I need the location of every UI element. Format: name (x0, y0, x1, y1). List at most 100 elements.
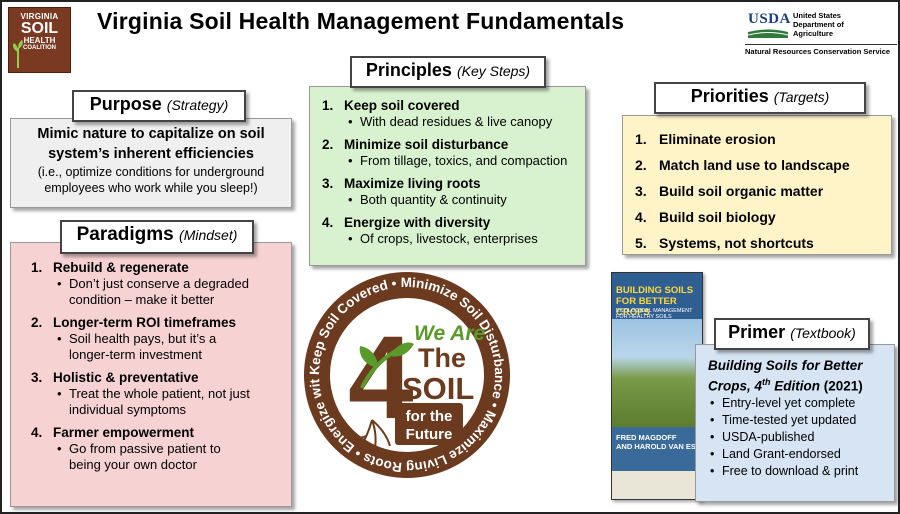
primer-subheading: (Textbook) (790, 325, 856, 341)
usda-dept-line3: Agriculture (793, 29, 834, 38)
primer-book-year: (2021) (820, 378, 863, 394)
emblem-we-are: We Are (414, 322, 486, 345)
primer-book-edition: Edition (770, 378, 821, 394)
paradigm-detail: Don’t just conserve a degradedcondition … (31, 276, 291, 308)
paradigm-detail-line1: Soil health pays, but it’s a (69, 331, 217, 346)
priorities-subheading: (Targets) (773, 89, 830, 105)
principle-label: Minimize soil disturbance (344, 137, 509, 152)
priority-num: 1. (635, 131, 647, 147)
paradigm-detail-line2: condition – make it better (69, 292, 215, 307)
paradigm-num: 2. (31, 315, 43, 330)
purpose-note-line1: (i.e., optimize conditions for undergrou… (37, 165, 265, 179)
emblem-future-plate (395, 403, 463, 445)
usda-dept-line1: United States (793, 11, 841, 20)
paradigm-label: Farmer empowerment (53, 425, 195, 440)
primer-heading-text: Primer (728, 322, 786, 342)
principle-item-3: 3. Maximize living roots (322, 175, 585, 192)
priority-num: 2. (635, 157, 647, 173)
primer-book-line2: Crops, 4th Edition (2021) (708, 374, 894, 395)
book-cover-footer (612, 471, 702, 499)
paradigms-subheading: (Mindset) (179, 227, 238, 243)
coalition-logo-line4: COALITION (23, 45, 56, 51)
priority-item-5: 5.Systems, not shortcuts (635, 230, 891, 256)
priority-label: Build soil organic matter (659, 183, 824, 199)
book-cover-photo (612, 319, 702, 427)
purpose-heading: Purpose (Strategy) (72, 90, 246, 122)
paradigm-item-1: 1. Rebuild & regenerate (31, 259, 291, 276)
priority-label: Build soil biology (659, 209, 776, 225)
principle-detail: Of crops, livestock, enterprises (322, 231, 585, 247)
principles-heading-text: Principles (365, 60, 452, 80)
principle-detail: Both quantity & continuity (322, 192, 585, 208)
principles-subheading: (Key Steps) (456, 63, 531, 79)
coalition-logo-line2: SOIL (20, 20, 59, 37)
priority-num: 5. (635, 235, 647, 251)
usda-field-icon (748, 29, 788, 38)
priority-item-2: 2. Match land use to landscape (635, 152, 891, 178)
book-author-1: FRED MAGDOFF (616, 433, 677, 442)
book-cover-authors: FRED MAGDOFF AND HAROLD VAN ES (616, 433, 702, 451)
paradigm-item-4: 4. Farmer empowerment (31, 424, 291, 441)
primer-feature: USDA-published (708, 429, 894, 446)
priority-label: Eliminate erosion (659, 131, 776, 147)
primer-feature: Land Grant-endorsed (708, 446, 894, 463)
paradigm-num: 4. (31, 425, 43, 440)
sprout-icon (13, 40, 23, 68)
principle-label: Maximize living roots (344, 176, 481, 191)
purpose-main-line1: Mimic nature to capitalize on soil (37, 126, 265, 142)
page-title: Virginia Soil Health Management Fundamen… (97, 8, 625, 34)
paradigm-detail-line2: longer-term investment (69, 347, 202, 362)
primer-feature: Free to download & print (708, 463, 894, 480)
principle-num: 3. (322, 176, 334, 191)
principle-item-1: 1.Keep soil covered (322, 97, 585, 114)
emblem-future: Future (406, 426, 453, 443)
principle-num: 4. (322, 215, 334, 230)
principles-box: 1.Keep soil covered With dead residues &… (309, 86, 586, 266)
purpose-subheading: (Strategy) (166, 97, 229, 113)
principle-label: Keep soil covered (344, 98, 460, 113)
principle-label: Energize with diversity (344, 215, 491, 230)
priority-item-3: 3.Build soil organic matter (635, 178, 891, 204)
usda-department: United States Department of Agriculture (793, 11, 893, 38)
paradigm-detail-line2: being your own doctor (69, 457, 197, 472)
paradigm-detail-line1: Go from passive patient to (69, 441, 221, 456)
primer-heading: Primer (Textbook) (714, 318, 870, 350)
priority-item-4: 4. Build soil biology (635, 204, 891, 230)
paradigm-detail-line2: individual symptoms (69, 402, 187, 417)
primer-book-crops: Crops, 4 (708, 378, 763, 394)
emblem-roots-icon (349, 419, 391, 455)
usda-dept-line2: Department of (793, 20, 844, 29)
priorities-heading: Priorities (Targets) (654, 82, 866, 114)
primer-book-sup: th (762, 377, 771, 387)
principle-detail: With dead residues & live canopy (322, 114, 585, 130)
paradigm-num: 1. (31, 260, 43, 275)
paradigm-detail: Soil health pays, but it’s alonger-term … (31, 331, 291, 363)
book-cover-title: BUILDING SOILS FOR BETTER CROPS (616, 285, 694, 318)
coalition-logo-line1: VIRGINIA (20, 12, 59, 21)
usda-logo: USDA United States Department of Agricul… (745, 8, 897, 58)
usda-mark-text: USDA (748, 11, 791, 27)
paradigms-heading: Paradigms (Mindset) (60, 220, 254, 254)
principles-heading: Principles (Key Steps) (350, 56, 546, 88)
paradigm-item-3: 3. Holistic & preventative (31, 369, 291, 386)
paradigm-label: Holistic & preventative (53, 370, 199, 385)
priority-num: 4. (635, 209, 647, 225)
paradigm-item-2: 2.Longer-term ROI timeframes (31, 314, 291, 331)
purpose-note-line2: employees who work while you sleep!) (44, 181, 258, 195)
priorities-heading-text: Priorities (690, 86, 769, 106)
emblem-soil: SOIL (402, 371, 474, 406)
primer-feature: Entry-level yet complete (708, 395, 894, 412)
book-cover-image: BUILDING SOILS FOR BETTER CROPS ECOLOGIC… (611, 272, 703, 500)
paradigm-label: Rebuild & regenerate (53, 260, 189, 275)
purpose-box: Mimic nature to capitalize on soil syste… (10, 118, 292, 208)
usda-mark: USDA (748, 10, 791, 38)
book-author-2: AND HAROLD VAN ES (616, 442, 696, 451)
coalition-logo: VIRGINIA SOIL HEALTH COALITION (8, 7, 71, 73)
principle-item-2: 2.Minimize soil disturbance (322, 136, 585, 153)
priority-label: Match land use to landscape (659, 157, 850, 173)
paradigm-num: 3. (31, 370, 43, 385)
book-cover-subtitle: ECOLOGICAL MANAGEMENT FOR HEALTHY SOILS (616, 308, 693, 320)
principle-item-4: 4. Energize with diversity (322, 214, 585, 231)
